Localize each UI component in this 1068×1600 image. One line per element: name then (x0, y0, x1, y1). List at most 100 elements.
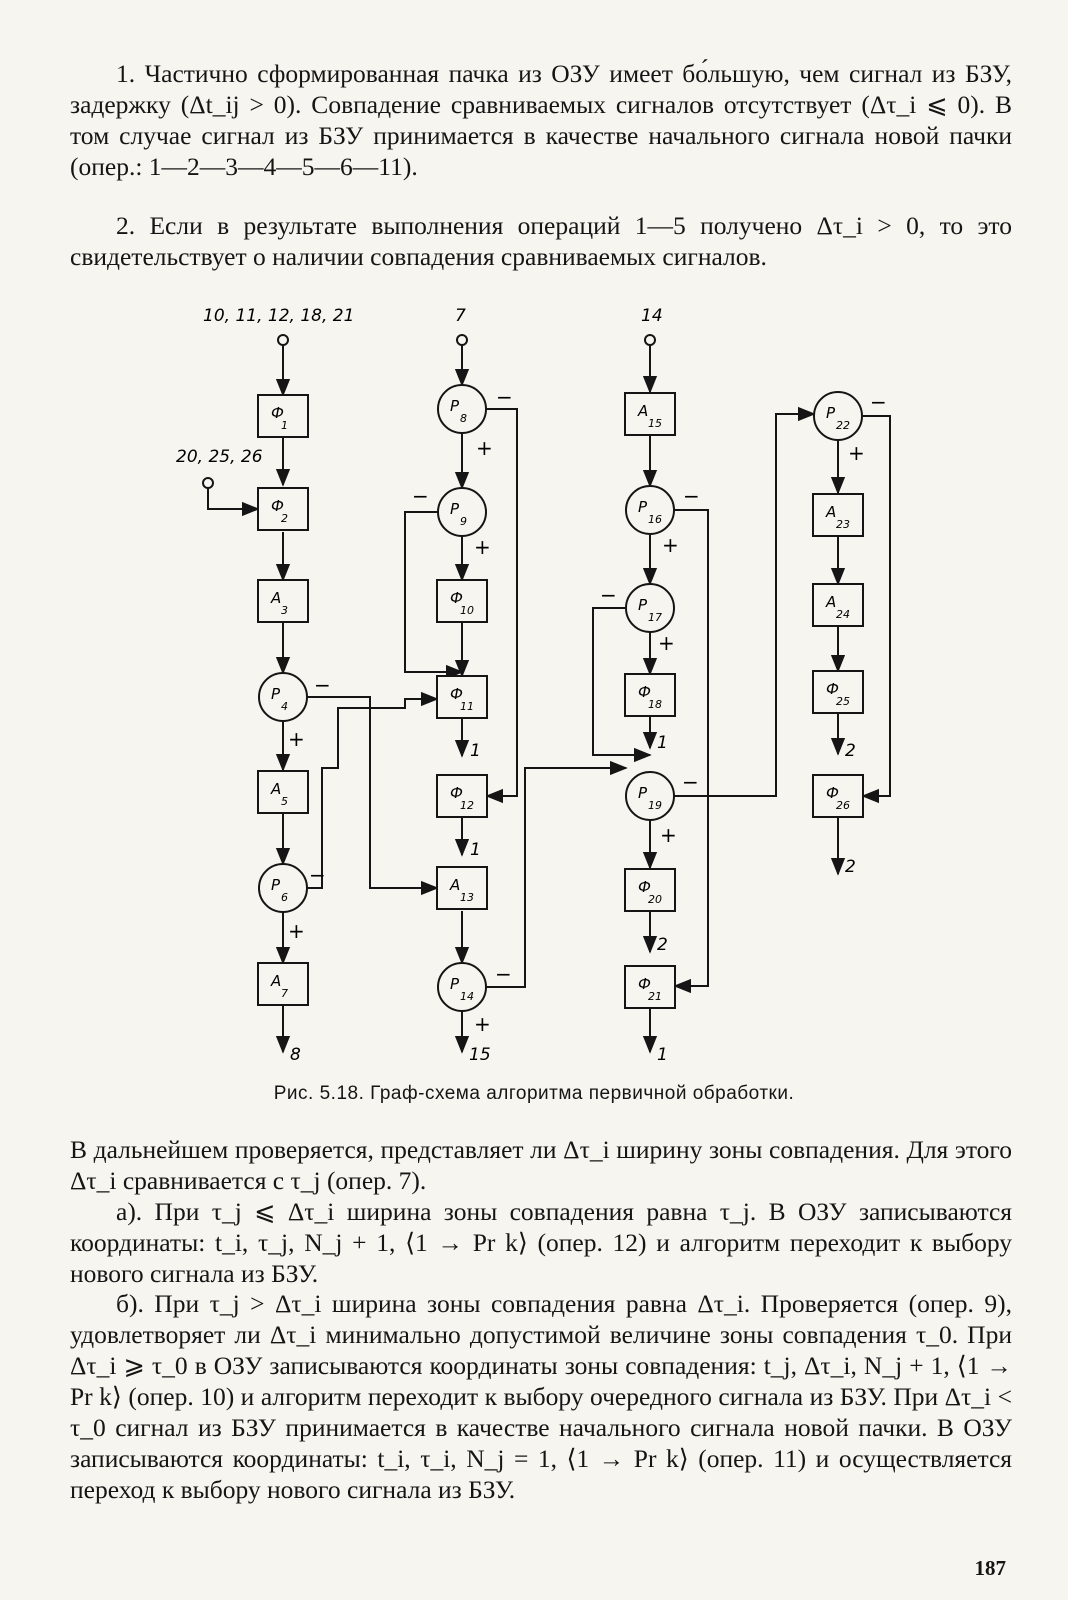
node-P8: P8 (437, 384, 487, 434)
edge-P9-minus-F11 (404, 511, 464, 680)
operation-box (257, 487, 309, 531)
node-letter: P (450, 975, 460, 993)
sign-minus-P16: − (683, 484, 700, 508)
node-P9: P9 (437, 487, 487, 537)
node-P6: P6 (258, 863, 308, 913)
node-letter: A (825, 503, 836, 521)
paragraph-1-text: 1. Частично сформированная пачка из ОЗУ … (70, 59, 1012, 181)
node-letter: A (270, 589, 281, 607)
operation-box (436, 579, 488, 623)
node-F2: Ф2 (257, 487, 309, 531)
node-letter: Ф (450, 784, 463, 802)
node-F21: Ф21 (624, 965, 676, 1009)
operation-box (257, 962, 309, 1006)
node-letter: P (271, 876, 281, 894)
node-number: 15 (648, 417, 662, 430)
sign-plus-P16: + (662, 533, 679, 557)
operation-box (812, 583, 864, 627)
entry-label-col1: 10, 11, 12, 18, 21 (203, 306, 354, 326)
node-number: 22 (836, 419, 850, 432)
exit-label-F11: 1 (470, 741, 481, 761)
edge-P4-minus-A13 (307, 696, 439, 896)
node-number: 4 (281, 700, 288, 713)
decision-circle (258, 863, 308, 913)
entry-label-col3: 14 (641, 306, 663, 326)
sign-minus-P17: − (600, 583, 617, 607)
sign-plus-P19: + (660, 823, 677, 847)
sign-plus-P4: + (288, 727, 305, 751)
node-number: 21 (648, 990, 662, 1003)
decision-circle (437, 962, 487, 1012)
sign-plus-P8: + (476, 436, 493, 460)
page-number: 187 (974, 1556, 1007, 1580)
paragraph-1: 1. Частично сформированная пачка из ОЗУ … (70, 58, 1012, 182)
node-number: 6 (281, 891, 288, 904)
node-letter: Ф (271, 497, 284, 515)
edge-side-F2 (207, 488, 260, 517)
node-F10: Ф10 (436, 579, 488, 623)
decision-circle (437, 487, 487, 537)
entry-label-side: 20, 25, 26 (176, 447, 263, 467)
node-number: 13 (460, 891, 474, 904)
node-letter: Ф (638, 878, 651, 896)
paragraph-2-text: 2. Если в результате выполнения операций… (70, 211, 1012, 271)
node-letter: A (270, 972, 281, 990)
node-A7: A7 (257, 962, 309, 1006)
paragraph-3: В дальнейшем проверяется, представляет л… (70, 1134, 1012, 1196)
node-number: 23 (836, 518, 850, 531)
node-letter: Ф (826, 784, 839, 802)
node-letter: P (638, 498, 648, 516)
node-P22: P22 (813, 391, 863, 441)
operation-box (436, 774, 488, 818)
node-A23: A23 (812, 493, 864, 537)
exit-label-P14: 15 (469, 1045, 491, 1065)
node-letter: Ф (638, 975, 651, 993)
entry-labels: 10, 11, 12, 18, 21 20, 25, 26 7 14 (176, 306, 663, 467)
node-A3: A3 (257, 579, 309, 623)
node-F20: Ф20 (624, 868, 676, 912)
operation-box (812, 493, 864, 537)
node-number: 9 (460, 515, 467, 528)
node-P17: P17 (625, 583, 675, 633)
edge-P14-minus-P19 (486, 760, 628, 988)
node-letter: Ф (450, 685, 463, 703)
edge-P6-minus-F11 (307, 691, 439, 889)
exit-label-F18: 1 (657, 733, 668, 753)
node-number: 12 (460, 799, 474, 812)
paragraph-5-text: б). При τ_j > Δτ_i ширина зоны совпадени… (70, 1289, 1012, 1504)
node-P4: P4 (258, 672, 308, 722)
flow-nodes: Ф1Ф2A3P4A5P6A7P8P9Ф10Ф11Ф12A13P14A15P16P… (257, 384, 864, 1012)
exit-label-F12: 1 (470, 840, 481, 860)
sign-plus-P17: + (658, 631, 675, 655)
node-letter: A (449, 876, 460, 894)
node-number: 18 (648, 698, 662, 711)
node-letter: A (637, 402, 648, 420)
exit-label-F25: 2 (845, 741, 856, 761)
node-F11: Ф11 (436, 675, 488, 719)
node-F26: Ф26 (812, 774, 864, 818)
edge-P16-minus-F21 (673, 509, 709, 994)
node-letter: P (271, 685, 281, 703)
node-letter: P (826, 404, 836, 422)
node-number: 3 (281, 604, 288, 617)
paragraph-4-text: а). При τ_j ⩽ Δτ_i ширина зоны совпадени… (70, 1197, 1012, 1288)
decision-circle (625, 485, 675, 535)
node-number: 17 (648, 611, 662, 624)
exit-label-F21: 1 (657, 1045, 668, 1065)
sign-plus-P14: + (474, 1012, 491, 1036)
edge-P22-minus-F26 (861, 415, 891, 804)
paragraph-3-text: В дальнейшем проверяется, представляет л… (70, 1135, 1012, 1195)
node-number: 26 (836, 799, 850, 812)
sign-plus-P9: + (474, 535, 491, 559)
node-F25: Ф25 (812, 670, 864, 714)
exit-label-F26: 2 (845, 857, 856, 877)
node-letter: P (638, 784, 648, 802)
decision-circle (437, 384, 487, 434)
node-number: 20 (648, 893, 662, 906)
node-P16: P16 (625, 485, 675, 535)
entry-terminal-col2 (456, 334, 468, 346)
figure-caption: Рис. 5.18. Граф-схема алгоритма первично… (273, 1083, 795, 1104)
exit-label-A7: 8 (290, 1045, 301, 1065)
operation-box (812, 774, 864, 818)
node-letter: Ф (450, 589, 463, 607)
